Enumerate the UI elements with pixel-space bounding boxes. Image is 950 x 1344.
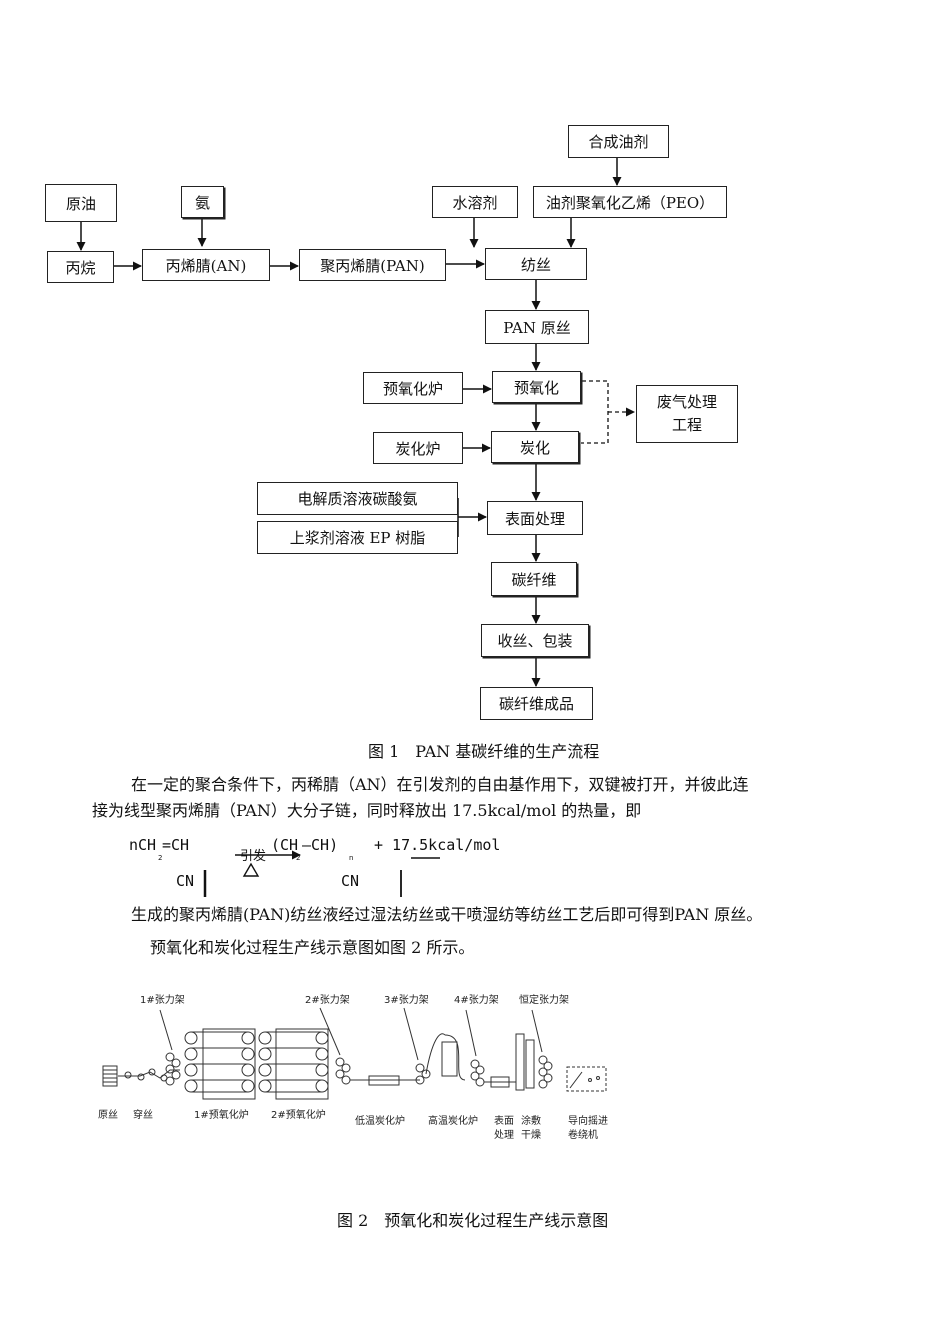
sizing-label-1: 涂敷 (521, 1116, 541, 1127)
ammonia-label: 氨 (194, 193, 210, 212)
synthetic-oil-label: 合成油剂 (588, 133, 649, 151)
equation-heat: + 17.5kcal/mol (374, 836, 501, 854)
carb-furnace-box: 炭化炉 (373, 432, 463, 464)
carbon-fiber-label: 碳纤维 (511, 570, 557, 589)
waste-gas-label-2: 工程 (671, 416, 702, 434)
figure2-caption: 图 2 预氧化和炭化过程生产线示意图 (337, 1211, 609, 1230)
tension-stand-1-label: 1#张力架 (140, 995, 185, 1006)
product-box: 碳纤维成品 (480, 687, 593, 720)
spinning-box: 纺丝 (485, 248, 587, 280)
winder-label-1: 导向摇进 (568, 1116, 608, 1127)
tension-stand-2-icon (319, 1007, 351, 1085)
equation-right-sub: 2 (296, 854, 301, 862)
equation-cn-left: CN (176, 872, 195, 890)
tension-stand-3-icon (403, 1007, 446, 1085)
preox-furnace-1-icon (184, 1028, 256, 1100)
paragraph3: 预氧化和炭化过程生产线示意图如图 2 所示。 (150, 938, 475, 957)
crude-oil-label: 原油 (65, 194, 96, 213)
oil-peo-box: 油剂聚氧化乙烯（PEO） (533, 186, 727, 218)
surface-label-2: 处理 (494, 1130, 514, 1141)
crude-oil-box: 原油 (45, 184, 117, 222)
equation-n-sub: n (349, 854, 354, 862)
electrolyte-label: 电解质溶液碳酸氨 (297, 490, 418, 508)
acrylonitrile-label: 丙烯腈(AN) (165, 256, 247, 275)
ammonia-box: 氨 (181, 186, 224, 218)
sizing-tower-icon (515, 1033, 525, 1091)
sizing-label-2: 干燥 (521, 1130, 541, 1141)
high-temp-carb-icon (441, 1041, 458, 1077)
preoxidation-label: 预氧化 (513, 378, 559, 397)
equation-right-ch: (CH (271, 836, 299, 854)
preox-furnace-box: 预氧化炉 (363, 372, 463, 404)
sizing-label: 上浆剂溶液 EP 树脂 (289, 529, 426, 547)
equation-initiator: 引发 (240, 849, 267, 864)
pan-box: 聚丙烯腈(PAN) (299, 249, 446, 281)
preox-furnace-1-label: 1#预氧化炉 (194, 1110, 249, 1121)
constant-tension-icon (531, 1009, 553, 1089)
paragraph1-line1: 在一定的聚合条件下，丙稀腈（AN）在引发剂的自由基作用下，双键被打开，并彼此连 (131, 775, 749, 794)
product-label: 碳纤维成品 (498, 695, 574, 713)
acrylonitrile-box: 丙烯腈(AN) (142, 249, 270, 281)
preox-furnace-2-icon (258, 1028, 329, 1100)
carbonization-label: 炭化 (519, 438, 550, 457)
pan-precursor-label: PAN 原丝 (503, 318, 571, 337)
equation-left-rest: =CH (162, 836, 190, 854)
pan-precursor-box: PAN 原丝 (485, 310, 589, 344)
winder-label-2: 卷绕机 (568, 1130, 598, 1141)
water-solvent-label: 水溶剂 (452, 193, 498, 212)
figure1-caption: 图 1 PAN 基碳纤维的生产流程 (368, 742, 600, 761)
electrolyte-box: 电解质溶液碳酸氨 (257, 482, 458, 515)
raw-fiber-label: 原丝 (98, 1110, 118, 1121)
paragraph2: 生成的聚丙烯腈(PAN)纺丝液经过湿法纺丝或干喷湿纺等纺丝工艺后即可得到PAN … (131, 905, 763, 924)
low-temp-carb-label: 低温炭化炉 (355, 1116, 405, 1127)
equation-left-ch: nCH (129, 836, 157, 854)
tension-stand-2-label: 2#张力架 (305, 995, 350, 1006)
winding-label: 收丝、包装 (497, 632, 573, 650)
winding-box: 收丝、包装 (481, 624, 589, 657)
surface-treatment-label: 表面处理 (504, 509, 565, 528)
paragraph1-line2: 接为线型聚丙烯腈（PAN）大分子链，同时释放出 17.5kcal/mol 的热量… (92, 801, 642, 820)
surface-label-1: 表面 (494, 1116, 514, 1127)
constant-tension-label: 恒定张力架 (519, 995, 569, 1006)
tension-stand-4-icon (465, 1009, 485, 1087)
equation-right-rest: —CH) (302, 836, 339, 854)
synthetic-oil-box: 合成油剂 (568, 125, 669, 158)
equation-cn-right: CN (341, 872, 360, 890)
equation-left-sub: 2 (158, 854, 163, 862)
waste-gas-label-1: 废气处理 (656, 393, 717, 411)
propane-label: 丙烷 (65, 258, 96, 277)
carbonization-box: 炭化 (491, 431, 579, 463)
tension-stand-1-icon (159, 1009, 181, 1086)
preox-furnace-label: 预氧化炉 (382, 379, 443, 398)
tension-stand-3-label: 3#张力架 (384, 995, 429, 1006)
creel-icon (102, 1065, 118, 1087)
carbon-fiber-box: 碳纤维 (491, 562, 577, 596)
winder-icon (566, 1066, 607, 1092)
propane-box: 丙烷 (47, 251, 114, 283)
waste-gas-box: 废气处理工程 (636, 385, 738, 443)
surface-treatment-box: 表面处理 (487, 501, 583, 535)
carb-furnace-label: 炭化炉 (395, 439, 441, 458)
oil-peo-label: 油剂聚氧化乙烯（PEO） (545, 193, 715, 212)
preoxidation-box: 预氧化 (492, 371, 581, 403)
spinning-label: 纺丝 (520, 255, 551, 274)
threading-label: 穿丝 (133, 1110, 153, 1121)
water-solvent-box: 水溶剂 (432, 186, 518, 218)
high-temp-carb-label: 高温炭化炉 (428, 1116, 478, 1127)
low-temp-carb-icon (368, 1075, 400, 1086)
surface-treatment-icon (490, 1076, 510, 1088)
sizing-box: 上浆剂溶液 EP 树脂 (257, 521, 458, 554)
tension-stand-4-label: 4#张力架 (454, 995, 499, 1006)
pan-label: 聚丙烯腈(PAN) (320, 256, 425, 275)
preox-furnace-2-label: 2#预氧化炉 (271, 1110, 326, 1121)
